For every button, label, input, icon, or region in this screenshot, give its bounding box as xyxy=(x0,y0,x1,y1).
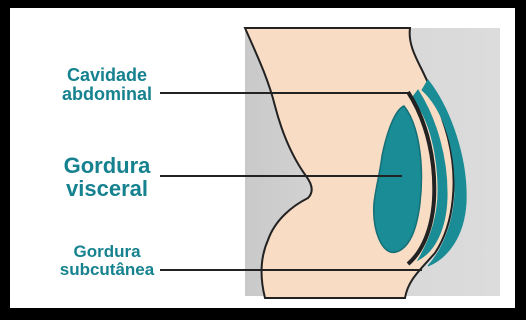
diagram-frame: Cavidade abdominal Gordura visceral Gord… xyxy=(10,8,515,308)
label-visceral-fat-line1: Gordura xyxy=(32,154,182,177)
label-subcutaneous-fat-line1: Gordura xyxy=(32,243,182,261)
label-abdominal-cavity-line2: abdominal xyxy=(32,85,182,104)
label-subcutaneous-fat-line2: subcutânea xyxy=(32,261,182,279)
label-subcutaneous-fat: Gordura subcutânea xyxy=(32,243,182,279)
label-abdominal-cavity-line1: Cavidade xyxy=(32,66,182,85)
label-visceral-fat: Gordura visceral xyxy=(32,154,182,200)
label-abdominal-cavity: Cavidade abdominal xyxy=(32,66,182,104)
label-visceral-fat-line2: visceral xyxy=(32,177,182,200)
